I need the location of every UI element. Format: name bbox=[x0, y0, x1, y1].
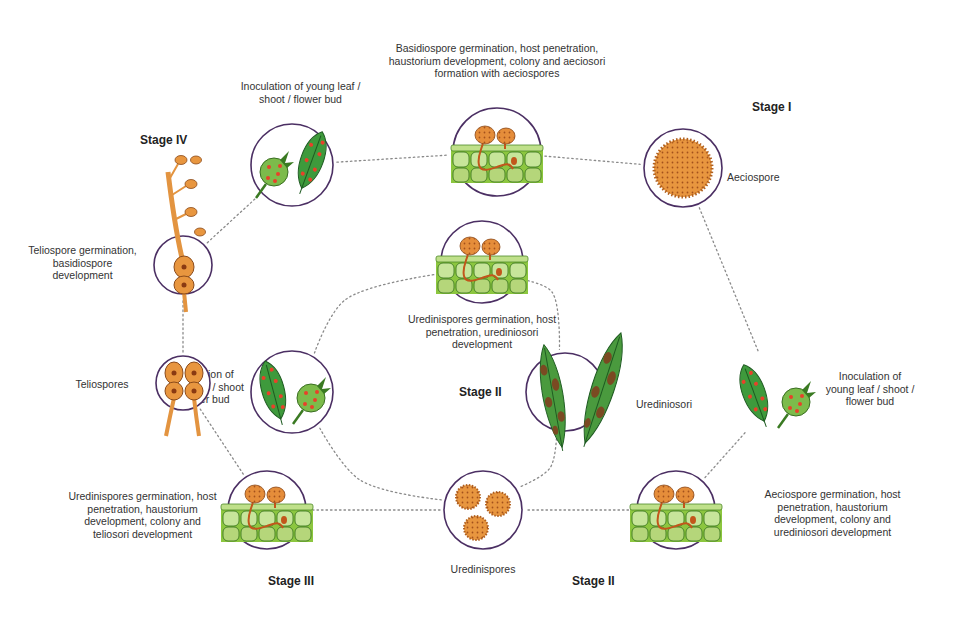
stage-circle: Inoculation of young leaf / shoot / flow… bbox=[250, 123, 334, 207]
circle-outline bbox=[443, 470, 523, 550]
circle-ring bbox=[228, 471, 306, 549]
circle-ring bbox=[453, 108, 541, 196]
circle-outline bbox=[452, 107, 542, 197]
circle-ring bbox=[444, 471, 522, 549]
dotted-connector bbox=[310, 509, 440, 510]
dotted-connector bbox=[526, 509, 633, 510]
dotted-connector bbox=[182, 298, 183, 352]
dotted-connector bbox=[545, 156, 640, 164]
stage-circle: Inoculation of young leaf / shoot / flow… bbox=[250, 350, 334, 434]
circle-outline bbox=[250, 350, 334, 434]
circle-caption: Inoculation of young leaf / shoot / flow… bbox=[238, 80, 363, 105]
circle-ring bbox=[156, 356, 210, 410]
circle-outline bbox=[636, 470, 716, 550]
germinating-teliospore bbox=[168, 156, 206, 313]
circle-caption: Inoculation of young leaf / shoot / flow… bbox=[825, 370, 915, 408]
host-cells bbox=[451, 126, 543, 183]
circle-ring bbox=[441, 221, 523, 303]
stage-circle: Uredinispores bbox=[443, 470, 523, 550]
circle-ring bbox=[526, 353, 604, 431]
dotted-connector bbox=[699, 208, 758, 353]
host-cells bbox=[630, 485, 722, 542]
inoculated-leaf-bud bbox=[254, 358, 331, 428]
circle-caption: Uredinispores germination, host penetrat… bbox=[407, 313, 557, 351]
circle-caption: Teliospore germination, basidiospore dev… bbox=[25, 244, 140, 282]
teliospores bbox=[165, 362, 203, 436]
stage-circle: Basidiospore germination, host penetrati… bbox=[452, 107, 542, 197]
circle-outline bbox=[227, 470, 307, 550]
stage-label: Stage III bbox=[268, 574, 314, 588]
stage-circle: Uredinispores germination, host penetrat… bbox=[440, 220, 524, 304]
circle-outline bbox=[643, 128, 723, 208]
circle-outline bbox=[732, 352, 822, 442]
urediniosori-leaves bbox=[534, 329, 632, 452]
stage-circle: Teliospores bbox=[155, 355, 211, 411]
stage-circle: Uredinispores germination, host penetrat… bbox=[227, 470, 307, 550]
stage-circle: Urediniosori bbox=[525, 352, 605, 432]
circle-ring bbox=[251, 124, 333, 206]
inoculated-leaf-bud bbox=[256, 128, 333, 198]
dotted-connector bbox=[519, 434, 556, 487]
dotted-connector bbox=[207, 195, 259, 242]
dotted-connector bbox=[320, 428, 442, 500]
stage-circle: Aeciospore germination, host penetration… bbox=[636, 470, 716, 550]
stage-circle: Inoculation of young leaf / shoot / flow… bbox=[732, 352, 822, 442]
stage-label: Stage II bbox=[572, 574, 615, 588]
aeciospore bbox=[654, 139, 712, 197]
circle-outline bbox=[525, 352, 605, 432]
dotted-connector bbox=[200, 409, 243, 474]
stage-label: Stage IV bbox=[140, 133, 187, 147]
circle-outline bbox=[153, 235, 213, 295]
circle-caption: Uredinispores bbox=[433, 563, 533, 576]
stage-circle: Aeciospore bbox=[643, 128, 723, 208]
circle-outline bbox=[155, 355, 211, 411]
circle-caption: Urediniosori bbox=[636, 398, 716, 411]
dotted-connector bbox=[337, 155, 449, 162]
dotted-connector bbox=[705, 433, 745, 478]
circle-caption: Aeciospore germination, host penetration… bbox=[755, 488, 910, 538]
uredinispores bbox=[456, 485, 510, 540]
host-cells bbox=[436, 237, 528, 294]
circle-ring bbox=[637, 471, 715, 549]
stage-circle: Teliospore germination, basidiospore dev… bbox=[153, 235, 213, 295]
circle-ring bbox=[251, 351, 333, 433]
circle-caption: Aeciospore bbox=[727, 171, 807, 184]
circle-ring bbox=[733, 353, 821, 441]
circle-outline bbox=[440, 220, 524, 304]
circle-outline bbox=[250, 123, 334, 207]
circle-ring bbox=[154, 236, 212, 294]
circle-ring bbox=[644, 129, 722, 207]
circle-caption: Basidiospore germination, host penetrati… bbox=[383, 42, 611, 80]
host-cells bbox=[221, 485, 313, 542]
stage-label: Stage II bbox=[459, 385, 502, 399]
circle-caption: Teliospores bbox=[62, 378, 142, 391]
stage-label: Stage I bbox=[752, 100, 791, 114]
inoculated-leaf-bud bbox=[733, 361, 816, 431]
circle-caption: Uredinispores germination, host penetrat… bbox=[65, 490, 220, 540]
